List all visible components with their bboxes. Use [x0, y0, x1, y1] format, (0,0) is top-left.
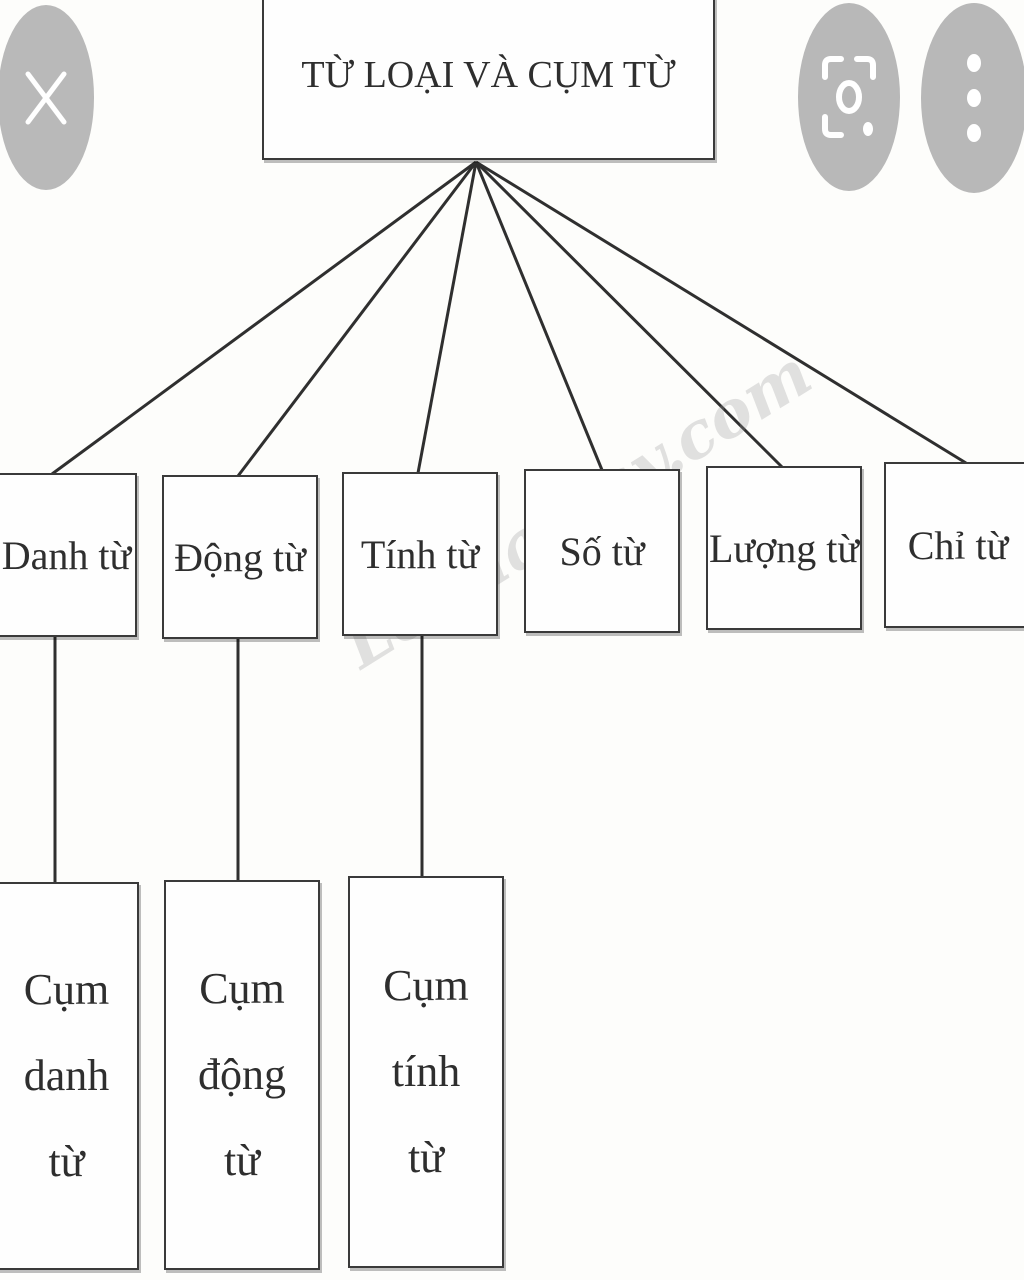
phrase-line: động — [198, 1050, 286, 1099]
category-node-dong-tu: Động từ — [162, 475, 318, 639]
category-label: Động từ — [174, 534, 306, 580]
phrase-node-cum-tinh-tu: Cụm tính từ — [348, 876, 504, 1268]
category-label: Danh từ — [1, 532, 132, 578]
lens-scan-button[interactable] — [798, 3, 900, 191]
category-node-tinh-tu: Tính từ — [342, 472, 498, 636]
more-vertical-icon — [967, 54, 981, 142]
category-label: Lượng từ — [708, 525, 860, 571]
category-label: Tính từ — [360, 531, 480, 577]
phrase-line: từ — [407, 1133, 445, 1182]
phrase-line: danh — [23, 1051, 110, 1100]
category-node-danh-tu: Danh từ — [0, 473, 137, 637]
phrase-line: từ — [223, 1136, 261, 1185]
phrase-line: tính — [391, 1047, 461, 1096]
category-node-luong-tu: Lượng từ — [706, 466, 862, 630]
more-options-button[interactable] — [921, 3, 1024, 193]
root-label: TỪ LOẠI VÀ CỤM TỪ — [301, 54, 676, 96]
category-label: Chỉ từ — [907, 522, 1009, 568]
phrase-line: từ — [48, 1137, 85, 1186]
phrase-line: Cụm — [199, 964, 285, 1013]
phrase-line: Cụm — [23, 965, 110, 1014]
close-icon — [25, 71, 67, 124]
phrase-line: Cụm — [383, 961, 469, 1010]
phrase-node-cum-danh-tu: Cụm danh từ — [0, 882, 139, 1270]
category-node-so-tu: Số từ — [524, 469, 680, 633]
connector-root-danh-tu — [51, 160, 477, 476]
connector-root-so-tu — [474, 161, 604, 471]
category-node-chi-tu: Chỉ từ — [884, 462, 1024, 628]
connector-root-chi-tu — [475, 160, 967, 465]
connector-root-tinh-tu — [416, 161, 478, 474]
category-label: Số từ — [559, 528, 645, 574]
close-button[interactable] — [0, 5, 94, 190]
root-node: TỪ LOẠI VÀ CỤM TỪ — [262, 0, 715, 160]
connector-root-luong-tu — [474, 160, 784, 469]
phrase-node-cum-dong-tu: Cụm động từ — [164, 880, 320, 1270]
lens-scan-icon — [822, 56, 876, 138]
connector-root-dong-tu — [236, 161, 478, 477]
